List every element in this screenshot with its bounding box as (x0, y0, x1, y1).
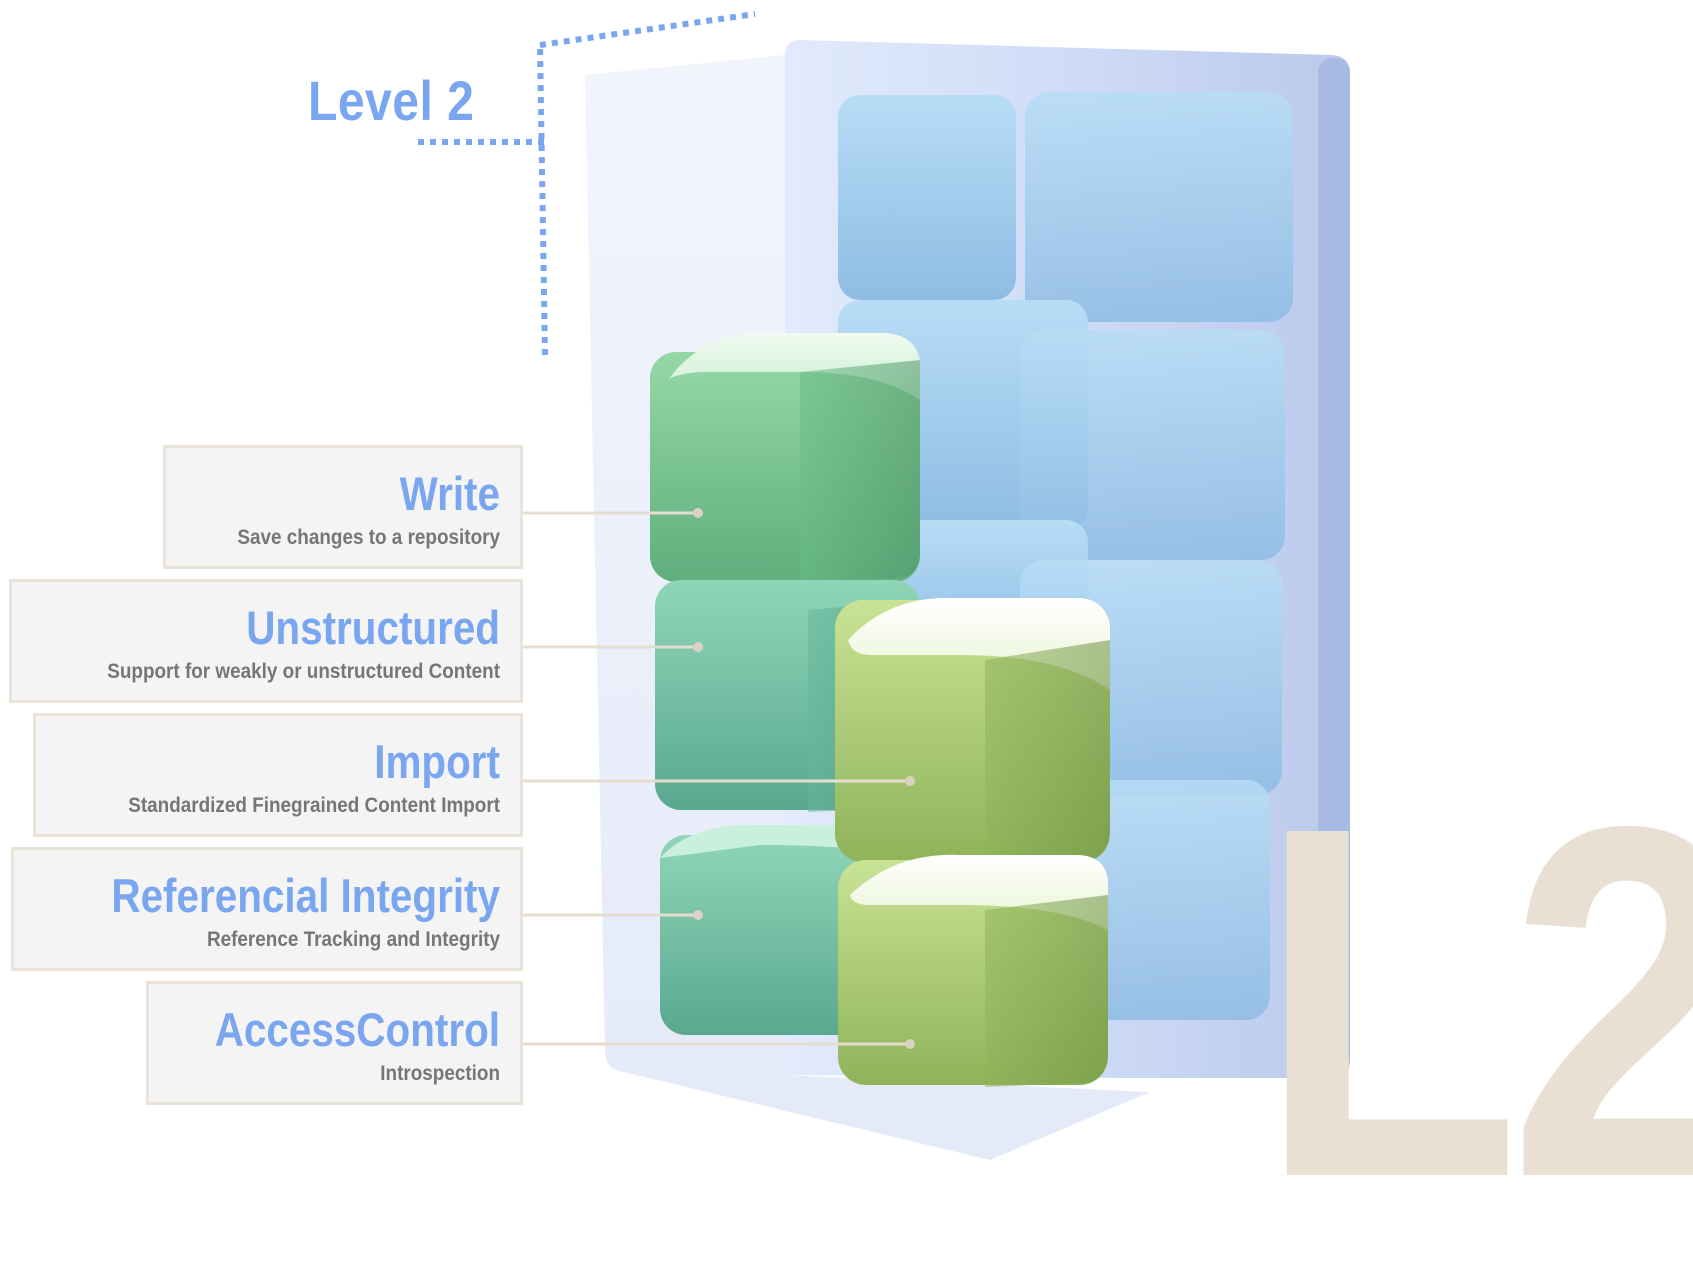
feature-description: Support for weakly or unstructured Conte… (107, 660, 500, 683)
feature-description: Introspection (380, 1062, 500, 1085)
feature-name: AccessControl (214, 1003, 500, 1056)
cube-import (835, 597, 1110, 866)
feature-unstructured: Unstructured Support for weakly or unstr… (9, 579, 523, 703)
connector-referencial-integrity (522, 910, 703, 920)
feature-name: Import (374, 735, 500, 788)
feature-write: Write Save changes to a repository (163, 445, 523, 569)
connectors (522, 508, 915, 1049)
blue-cube (838, 92, 1293, 322)
level-mark: L2 (1258, 722, 1693, 1281)
level-2-diagram (418, 11, 1350, 1160)
feature-name: Unstructured (246, 601, 500, 654)
dotted-bracket (418, 11, 756, 356)
feature-access-control: AccessControl Introspection (146, 981, 523, 1105)
feature-description: Reference Tracking and Integrity (206, 928, 500, 951)
connector-unstructured (522, 642, 703, 652)
cube-access-control (838, 854, 1108, 1087)
connector-access-control (522, 1039, 915, 1049)
feature-description: Standardized Finegrained Content Import (128, 794, 500, 817)
level-title: Level 2 (308, 69, 475, 132)
feature-description: Save changes to a repository (237, 526, 501, 549)
connector-import (522, 776, 915, 786)
connector-write (522, 508, 703, 518)
feature-name: Write (399, 467, 500, 520)
cube-write (650, 333, 920, 582)
feature-import: Import Standardized Finegrained Content … (33, 713, 523, 837)
feature-name: Referencial Integrity (111, 869, 500, 922)
feature-referencial-integrity: Referencial Integrity Reference Tracking… (11, 847, 523, 971)
